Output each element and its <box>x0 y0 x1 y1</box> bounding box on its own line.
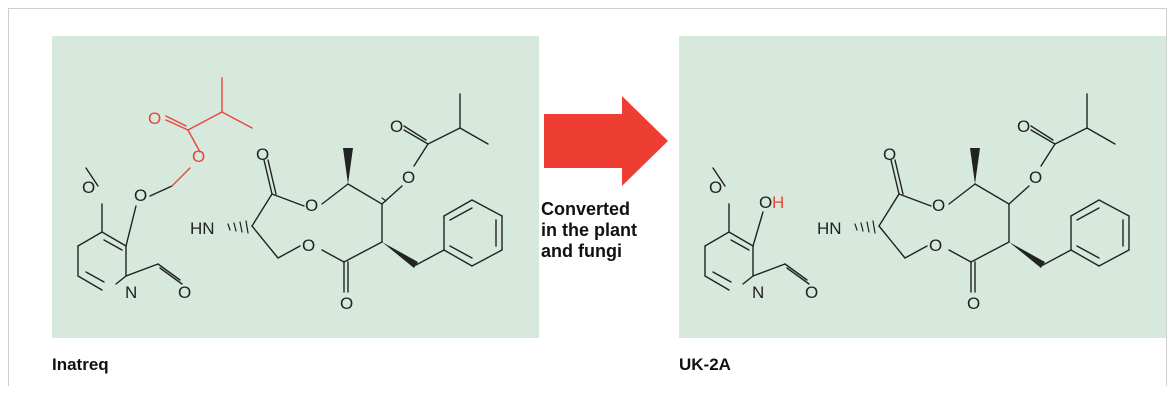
inatreq-molecule: O O O O HN N O O O O O O O <box>77 77 503 313</box>
uk2a-caption: UK-2A <box>679 355 731 374</box>
uk2a-atom-o-lactone-bottom: O <box>967 294 980 313</box>
uk2a-atom-n-ring: N <box>752 283 764 302</box>
inatreq-atom-o-red-ester: O <box>192 147 205 166</box>
uk2a-atom-o-hydroxyl: O <box>759 193 772 212</box>
uk2a-atom-o-methoxy: O <box>709 178 722 197</box>
inatreq-atom-o-lactone-top: O <box>256 145 269 164</box>
uk2a-atom-h-hydroxyl: H <box>772 193 784 212</box>
inatreq-atom-o-lactone-bottom: O <box>340 294 353 313</box>
conversion-label-line-2: in the plant <box>541 220 637 240</box>
inatreq-atom-o-ring-bottom: O <box>302 236 315 255</box>
inatreq-atom-o-ether: O <box>134 186 147 205</box>
conversion-label-line-3: and fungi <box>541 241 622 261</box>
uk2a-structure-panel: O O H HN N O O O O O O O <box>679 36 1166 338</box>
uk2a-molecule: O O H HN N O O O O O O O <box>704 93 1130 313</box>
inatreq-atom-o-isobutyrate-carbonyl: O <box>390 117 403 136</box>
uk2a-atom-o-isobutyrate-carbonyl: O <box>1017 117 1030 136</box>
conversion-arrow-icon <box>544 96 668 186</box>
conversion-label: Converted in the plant and fungi <box>541 199 681 262</box>
inatreq-caption: Inatreq <box>52 355 109 374</box>
uk2a-atom-o-amide: O <box>805 283 818 302</box>
uk2a-atom-o-ring-bottom: O <box>929 236 942 255</box>
conversion-label-line-1: Converted <box>541 199 631 219</box>
figure-frame <box>8 8 1167 386</box>
uk2a-atom-hn: HN <box>817 219 842 238</box>
inatreq-structure-panel: O O O O HN N O O O O O O O <box>52 36 539 338</box>
uk2a-atom-o-ring-top: O <box>932 196 945 215</box>
inatreq-atom-n-ring: N <box>125 283 137 302</box>
uk2a-atom-o-lactone-top: O <box>883 145 896 164</box>
inatreq-atom-o-red-carbonyl: O <box>148 109 161 128</box>
inatreq-atom-o-ring-top: O <box>305 196 318 215</box>
uk2a-atom-o-isobutyrate-ester: O <box>1029 168 1042 187</box>
inatreq-atom-o-isobutyrate-ester: O <box>402 168 415 187</box>
inatreq-atom-hn: HN <box>190 219 215 238</box>
inatreq-atom-o-methoxy: O <box>82 178 95 197</box>
inatreq-atom-o-amide: O <box>178 283 191 302</box>
